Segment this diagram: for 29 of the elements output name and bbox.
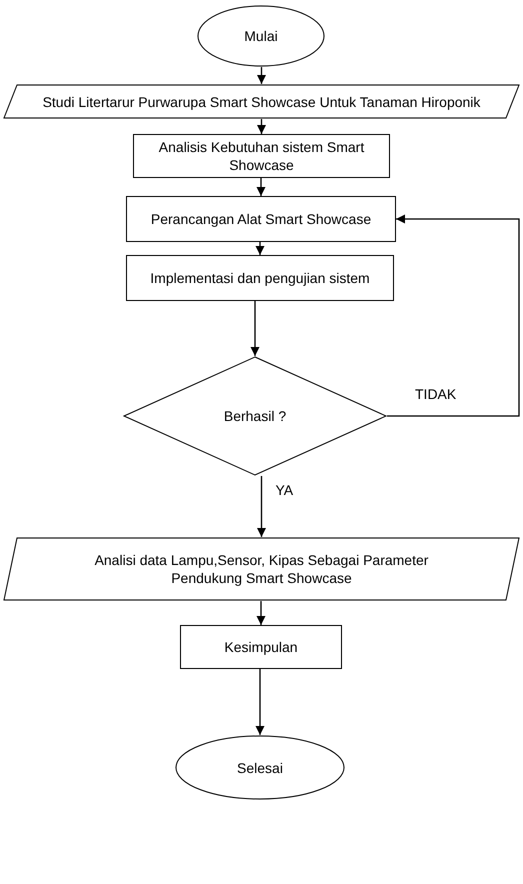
arrow	[256, 67, 266, 84]
process-box	[180, 625, 342, 669]
terminator-ellipse	[197, 5, 325, 67]
arrow	[387, 214, 520, 417]
io-parallelogram	[3, 84, 520, 119]
terminator-ellipse	[175, 735, 345, 800]
node-text: Studi Litertarur Purwarupa Smart Showcase Untuk Tanaman Hiroponik	[42, 92, 480, 110]
io-parallelogram	[3, 537, 520, 601]
node-text: Kesimpulan	[224, 638, 298, 656]
arrow	[255, 669, 265, 735]
edge-label: YA	[274, 482, 296, 498]
process-box	[126, 255, 394, 301]
arrow	[250, 301, 260, 356]
process-box	[126, 196, 396, 242]
process-box	[133, 134, 390, 178]
arrow	[256, 601, 266, 625]
arrow	[256, 119, 266, 134]
node-text: Implementasi dan pengujian sistem	[150, 269, 370, 287]
edge-label: TIDAK	[413, 386, 458, 402]
arrow	[255, 242, 265, 255]
arrow	[256, 476, 266, 537]
node-text: Analisi data Lampu,Sensor, Kipas Sebagai Parameter Pendukung Smart Showcase	[94, 551, 430, 587]
node-text: Mulai	[244, 27, 278, 45]
node-text: Selesai	[237, 758, 283, 776]
node-text: Berhasil ?	[224, 407, 286, 425]
node-text: Analisis Kebutuhan sistem Smart Showcase	[158, 138, 366, 174]
node-text: Perancangan Alat Smart Showcase	[150, 210, 372, 228]
arrow	[256, 178, 266, 196]
decision-diamond	[123, 356, 387, 476]
